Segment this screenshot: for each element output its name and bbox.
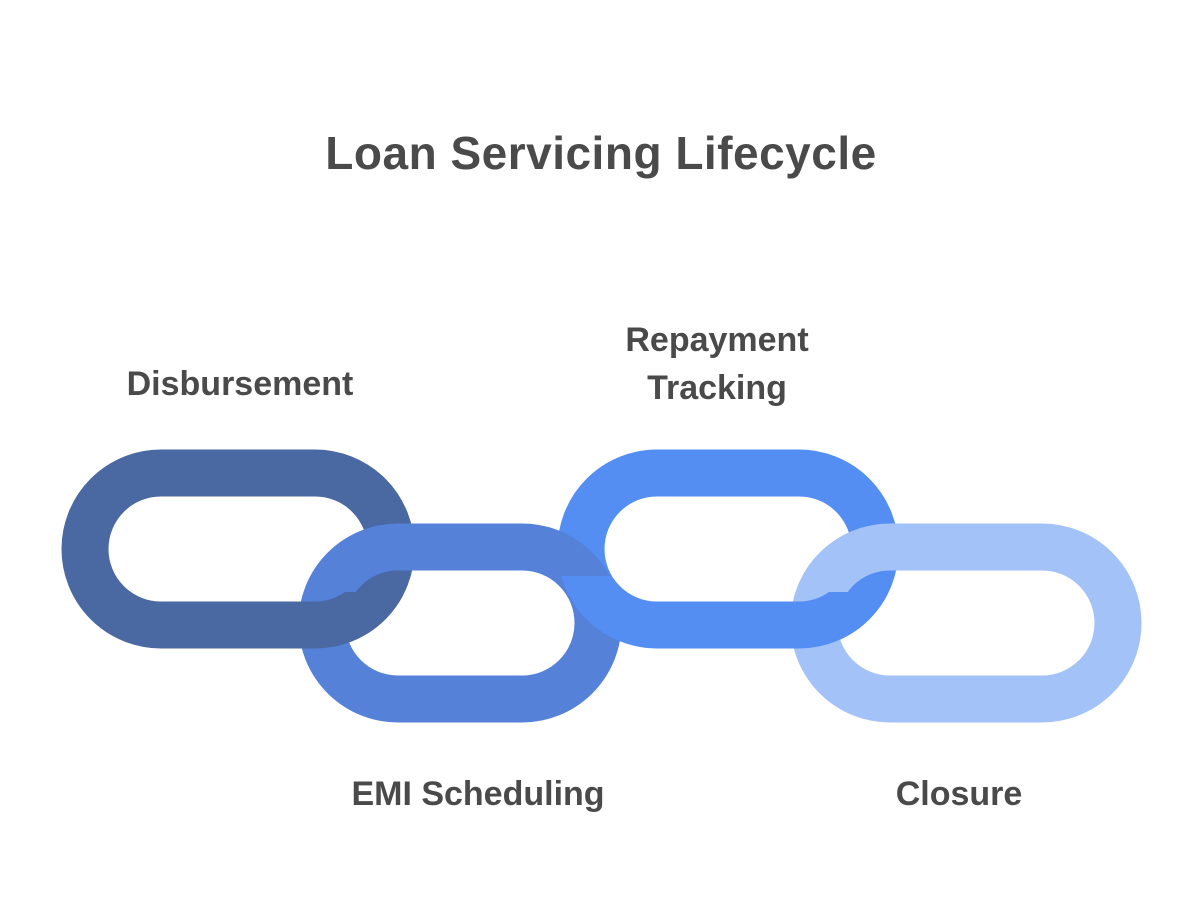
label-repayment-tracking: Repayment Tracking bbox=[625, 321, 809, 407]
label-disbursement: Disbursement bbox=[126, 365, 354, 403]
page-title: Loan Servicing Lifecycle bbox=[325, 127, 877, 179]
label-emi-scheduling: EMI Scheduling bbox=[351, 775, 605, 813]
label-closure: Closure bbox=[895, 775, 1023, 813]
